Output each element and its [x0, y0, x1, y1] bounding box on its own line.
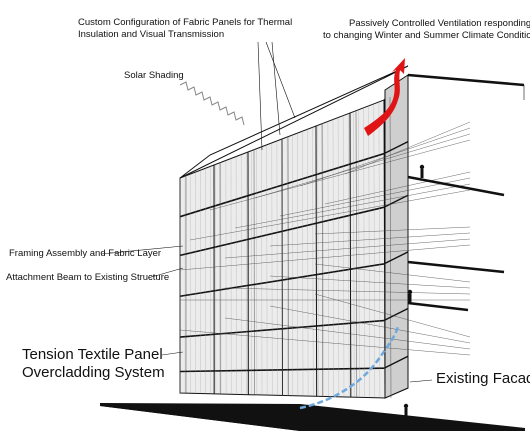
- fabric-hatch: [378, 101, 380, 398]
- frame-band: [383, 251, 409, 265]
- mullion-line: [389, 96, 392, 399]
- leader-line: [265, 41, 296, 119]
- mullion-line: [349, 112, 352, 398]
- attachment-beam: [224, 238, 471, 259]
- floor-slab: [407, 301, 469, 312]
- leader-line: [161, 351, 184, 356]
- frame-band: [383, 194, 409, 208]
- attachment-beam: [299, 127, 471, 187]
- attachment-beam: [344, 121, 471, 175]
- leader-line: [147, 267, 184, 279]
- attachment-beam: [269, 305, 471, 344]
- fabric-hatch: [312, 127, 314, 397]
- attachment-beam: [314, 226, 471, 235]
- fabric-hatch: [363, 107, 365, 398]
- framing-label: Framing Assembly and Fabric Layer: [9, 248, 162, 259]
- floor-slab: [407, 175, 505, 197]
- frame-band: [179, 206, 385, 257]
- frame-band: [383, 307, 409, 322]
- attachment-beam: [234, 183, 471, 229]
- fabric-hatch: [307, 129, 309, 397]
- person-figure-icon: [419, 164, 425, 178]
- framing-grid: [179, 96, 409, 399]
- fabric-hatch: [332, 119, 334, 397]
- person-figure-icon: [403, 403, 409, 417]
- attachment-beam: [209, 139, 471, 211]
- floor-slab: [407, 260, 505, 274]
- system-title: Tension Textile Panel Overcladding Syste…: [22, 346, 165, 381]
- attachment-beam: [224, 287, 471, 295]
- fabric-hatch: [337, 117, 339, 397]
- attachment-beam: [224, 317, 471, 350]
- attachment-beam: [179, 244, 471, 271]
- attachment-beam: [269, 232, 471, 247]
- leader-line: [257, 41, 263, 151]
- leader-lines: [100, 41, 433, 383]
- person-figure-icon: [407, 289, 413, 303]
- fabric-hatch: [358, 109, 360, 398]
- floor-slab: [407, 73, 525, 87]
- frame-band: [383, 141, 409, 155]
- mullion-line: [355, 109, 358, 398]
- fabric-hatch: [373, 103, 375, 398]
- roof-frame: [179, 65, 409, 179]
- mullion-line: [287, 135, 289, 396]
- attachment-beam: [179, 329, 471, 356]
- attachment-beam: [324, 171, 471, 205]
- solar-ray-icon: [179, 81, 245, 126]
- frame-band: [179, 263, 385, 298]
- ventilation-label: Passively Controlled Ventilation respond…: [323, 18, 530, 41]
- fabric-hatch: [343, 115, 345, 398]
- fabric-hatch: [322, 123, 324, 397]
- fabric-hatch: [292, 135, 293, 396]
- fabric-hatch: [317, 125, 319, 397]
- fabric-hatch: [368, 105, 370, 398]
- fabric-hatch: [286, 137, 288, 396]
- attachment-beam: [314, 293, 471, 338]
- attachment-label: Attachment Beam to Existing Structure: [6, 272, 170, 283]
- fabric-hatch: [353, 111, 355, 398]
- solar-shading-label: Solar Shading: [124, 70, 184, 81]
- fabric-config-label: Custom Configuration of Fabric Panels fo…: [78, 17, 293, 40]
- airflow-arrow-icon: [364, 58, 405, 136]
- mullion-line: [315, 125, 318, 397]
- fabric-hatch: [302, 131, 304, 397]
- fabric-hatch: [281, 138, 283, 396]
- attachment-beam: [269, 275, 471, 289]
- fabric-hatch: [297, 133, 298, 396]
- leader-line: [409, 379, 433, 383]
- leader-line: [100, 245, 184, 255]
- floor-slabs: [179, 73, 525, 356]
- mullion-line: [321, 122, 323, 397]
- leader-line: [271, 41, 281, 136]
- attachment-beam: [279, 177, 471, 217]
- mullion-line: [383, 99, 386, 399]
- air-flow-line: [299, 325, 400, 410]
- existing-facade-label: Existing Facade: [436, 370, 530, 387]
- frame-band: [179, 319, 385, 338]
- frame-band: [383, 355, 409, 369]
- attachment-beam: [189, 189, 471, 241]
- ground-slab-top: [100, 403, 525, 431]
- attachment-beam: [254, 133, 471, 199]
- fabric-hatch: [327, 121, 329, 397]
- attachment-beam: [314, 263, 471, 283]
- frame-band: [179, 367, 385, 373]
